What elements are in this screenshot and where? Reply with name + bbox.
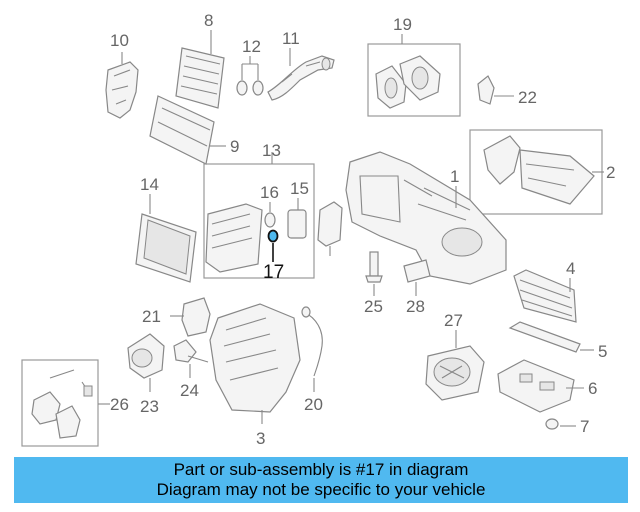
part-17-highlight bbox=[267, 229, 279, 262]
callout-19: 19 bbox=[393, 15, 412, 34]
part-23-motor bbox=[127, 333, 165, 392]
callout-7: 7 bbox=[580, 417, 589, 436]
callout-28: 28 bbox=[406, 297, 425, 316]
callout-20: 20 bbox=[304, 395, 323, 414]
callout-21: 21 bbox=[142, 307, 161, 326]
callout-5: 5 bbox=[598, 342, 607, 361]
callout-16: 16 bbox=[260, 183, 279, 202]
callout-26: 26 bbox=[110, 395, 129, 414]
group-box-26 bbox=[21, 359, 99, 447]
callout-25: 25 bbox=[364, 297, 383, 316]
part-2-cover bbox=[483, 135, 595, 205]
callout-6: 6 bbox=[588, 379, 597, 398]
parts-diagram: 10 8 12 11 9 19 22 bbox=[21, 11, 615, 448]
callout-3: 3 bbox=[256, 429, 265, 448]
callout-10: 10 bbox=[110, 31, 129, 50]
callout-22: 22 bbox=[518, 88, 537, 107]
part-1-heater-box bbox=[345, 151, 507, 285]
group-box-13 bbox=[203, 163, 315, 279]
callout-8: 8 bbox=[204, 11, 213, 30]
part-3-lower-housing bbox=[209, 303, 301, 424]
callout-15: 15 bbox=[290, 179, 309, 198]
part-6-module bbox=[497, 359, 584, 413]
part-13-core bbox=[205, 203, 263, 273]
part-10-bracket bbox=[105, 52, 139, 119]
part-8-evaporator bbox=[175, 30, 225, 109]
callout-14: 14 bbox=[140, 175, 159, 194]
banner-line-2: Diagram may not be specific to your vehi… bbox=[156, 480, 486, 499]
callout-27: 27 bbox=[444, 311, 463, 330]
info-banner: Part or sub-assembly is #17 in diagram D… bbox=[14, 457, 628, 503]
part-15-valve bbox=[287, 198, 307, 239]
callout-13: 13 bbox=[262, 141, 281, 160]
part-16-ring bbox=[264, 202, 276, 228]
part-14-filter bbox=[135, 194, 197, 283]
part-26-actuators bbox=[31, 369, 93, 439]
part-21-actuator bbox=[170, 297, 211, 337]
part-24-sensor bbox=[173, 339, 209, 378]
callout-11: 11 bbox=[282, 29, 300, 48]
part-12-o-rings bbox=[236, 56, 264, 96]
group-box-19 bbox=[367, 43, 461, 117]
callout-1: 1 bbox=[450, 167, 459, 186]
callout-2: 2 bbox=[606, 163, 615, 182]
callout-9: 9 bbox=[230, 137, 239, 156]
part-19-gaskets bbox=[375, 55, 441, 109]
part-5-cover bbox=[508, 321, 594, 353]
part-11-pipe bbox=[267, 48, 335, 101]
part-28-bracket bbox=[403, 259, 431, 296]
banner-line-1: Part or sub-assembly is #17 in diagram bbox=[173, 460, 469, 479]
callout-24: 24 bbox=[180, 381, 199, 400]
callout-12: 12 bbox=[242, 37, 261, 56]
part-20-hose bbox=[301, 306, 323, 392]
part-18-flap bbox=[317, 201, 343, 256]
callout-4: 4 bbox=[566, 259, 575, 278]
part-4-cabin-filter bbox=[513, 269, 577, 323]
part-25-sensor bbox=[365, 251, 383, 296]
part-22-clip bbox=[477, 75, 514, 105]
part-27-blower bbox=[425, 330, 485, 401]
callout-23: 23 bbox=[140, 397, 159, 416]
part-7-screw bbox=[545, 418, 576, 430]
callout-17: 17 bbox=[263, 262, 284, 283]
